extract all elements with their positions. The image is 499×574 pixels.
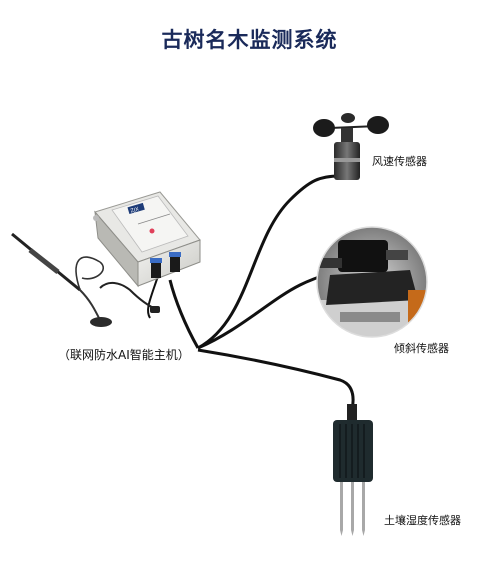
tilt-sensor-label: 倾斜传感器 bbox=[394, 342, 449, 355]
soil-sensor-label: 土壤湿度传感器 bbox=[384, 514, 461, 527]
host-badge: ZJX bbox=[130, 206, 140, 214]
cable-host bbox=[147, 275, 200, 349]
antenna-icon bbox=[11, 232, 112, 327]
page-title: 古树名木监测系统 bbox=[161, 28, 338, 52]
status-led-icon bbox=[149, 228, 155, 234]
tilt-sensor-photo bbox=[316, 226, 428, 338]
cable-soil bbox=[197, 348, 355, 411]
host-label: （联网防水AI智能主机） bbox=[58, 348, 190, 362]
cable-wind bbox=[197, 174, 341, 350]
host-device: ZJX bbox=[93, 191, 201, 288]
soil-sensor-icon bbox=[333, 404, 373, 536]
wind-sensor-icon bbox=[313, 113, 389, 180]
cable-tilt bbox=[197, 274, 322, 350]
wind-sensor-label: 风速传感器 bbox=[372, 155, 427, 168]
antenna-cable-icon bbox=[99, 282, 160, 313]
